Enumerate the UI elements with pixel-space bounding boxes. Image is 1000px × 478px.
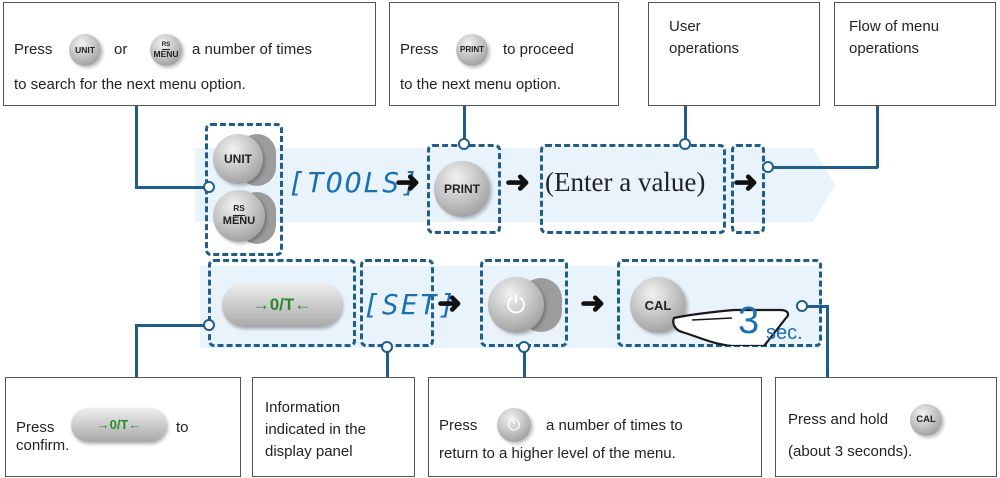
flow-continue-group (731, 144, 765, 234)
zero-group (208, 259, 356, 347)
band-top (195, 148, 813, 222)
flow-ops-line1: Flow of menu (849, 18, 940, 35)
return-line2: return to a higher level of the menu. (439, 445, 676, 462)
connector-dot (679, 138, 691, 150)
zero-tare-button[interactable]: →0/T← (222, 283, 342, 327)
press-text: Press (14, 41, 53, 58)
arrow-1: ➜ (395, 166, 421, 199)
connector-dot (762, 161, 774, 173)
power-button-icon: ⏻ (497, 408, 531, 442)
cal-button-icon: CAL (910, 404, 942, 436)
press-text: Press (16, 419, 55, 436)
connector-dot (458, 138, 470, 150)
callout-display-info: Information indicated in the display pan… (252, 377, 415, 477)
hold-seconds: 3 (738, 300, 760, 342)
arrow-2: ➜ (505, 166, 531, 199)
connector-line (806, 305, 828, 308)
return-line1-rest: a number of times to (546, 417, 683, 434)
power-button[interactable]: ⏻ (488, 277, 544, 333)
unit-button-icon: UNIT (69, 34, 101, 66)
connector-line (135, 324, 138, 378)
enter-value-text: (Enter a value) (545, 167, 706, 197)
connector-line (768, 166, 878, 169)
hold-line1: Press and hold (788, 411, 889, 428)
connector-line (826, 305, 829, 378)
callout-flow-operations: Flow of menu operations (834, 2, 996, 106)
hold-line2: (about 3 seconds). (788, 443, 913, 460)
confirm-line2: confirm. (16, 437, 70, 454)
info-line1: Information (265, 399, 341, 416)
connector-line (876, 106, 879, 168)
tools-display: [TOOLS] (288, 166, 421, 199)
callout-user-operations: User operations (648, 2, 820, 106)
band-top-arrowhead (813, 148, 835, 222)
search-line1-rest: a number of times (192, 41, 313, 58)
connector-dot (203, 181, 215, 193)
enter-value-group (540, 144, 726, 234)
to-text: to (176, 419, 189, 436)
connector-line (684, 106, 687, 144)
info-line2: indicated in the (265, 421, 366, 438)
set-display: [SET] (363, 288, 458, 321)
arrow-3: ➜ (733, 166, 759, 199)
search-line2: to search for the next menu option. (14, 76, 246, 93)
or-text: or (114, 41, 128, 58)
press-text: Press (439, 417, 478, 434)
connector-line (523, 351, 526, 378)
print-button[interactable]: PRINT (434, 161, 490, 217)
callout-confirm: Press →0/T← to confirm. (5, 377, 241, 477)
arrow-5: ➜ (580, 287, 606, 320)
flow-ops-line2: operations (849, 40, 920, 57)
print-line1-rest: to proceed (503, 41, 574, 58)
sec-label: sec. (766, 322, 803, 344)
callout-hold-cal: Press and hold CAL (about 3 seconds). (775, 377, 997, 477)
connector-line (135, 324, 205, 327)
user-ops-line2: operations (669, 40, 740, 57)
info-line3: display panel (265, 443, 353, 460)
power-icon: ⏻ (506, 291, 526, 319)
set-group (360, 259, 434, 347)
press-text: Press (400, 41, 439, 58)
connector-line (135, 186, 210, 189)
print-line2: to the next menu option. (400, 76, 561, 93)
callout-print: Press PRINT to proceed to the next menu … (389, 2, 619, 106)
connector-line (135, 106, 138, 188)
connector-line (463, 106, 466, 144)
cal-group (617, 259, 822, 347)
pointing-hand-icon (672, 308, 790, 346)
zero-tare-icon: →0/T← (71, 408, 167, 442)
arrow-4: ➜ (437, 287, 463, 320)
user-ops-line1: User (669, 18, 701, 35)
unit-button[interactable]: UNIT (213, 134, 263, 184)
connector-line (386, 351, 389, 378)
print-button-icon: PRINT (456, 34, 488, 66)
callout-return: Press ⏻ a number of times to return to a… (428, 377, 762, 477)
